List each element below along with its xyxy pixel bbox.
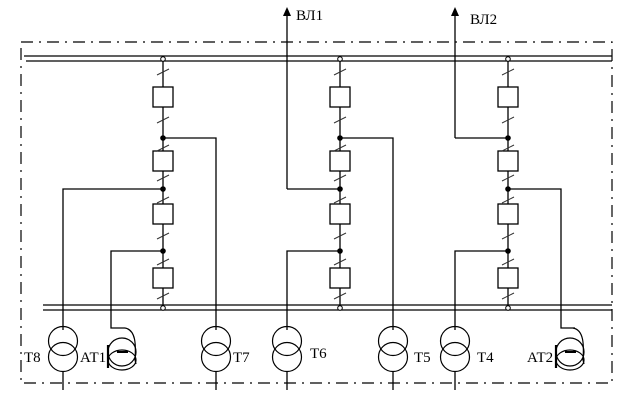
winding-hv	[47, 325, 79, 357]
circuit-breaker	[152, 203, 174, 225]
tap-at1	[110, 250, 163, 329]
autotransformer-at1	[106, 327, 137, 371]
disconnector-mark	[501, 116, 515, 124]
vl2-label: ВЛ2	[470, 12, 497, 28]
transformer-t7	[200, 325, 232, 390]
disconnector-mark	[501, 174, 515, 182]
disconnector-mark	[156, 144, 170, 152]
breaker-chains	[152, 56, 519, 311]
chain-1	[152, 56, 174, 311]
tap-at2	[508, 188, 575, 329]
transformers	[47, 325, 585, 390]
t7-label: Т7	[233, 350, 250, 366]
bus-connection-node	[505, 56, 511, 62]
transformer-t6	[271, 325, 303, 390]
upper-bus-system	[24, 55, 612, 62]
auto-winding-lead	[124, 327, 137, 365]
bus-connection-node	[505, 305, 511, 311]
disconnector-mark	[156, 116, 170, 124]
circuit-breaker	[497, 267, 519, 289]
winding-lv	[271, 341, 303, 373]
tap-t4	[454, 250, 508, 330]
disconnector-mark	[501, 144, 515, 152]
circuit-breaker	[329, 86, 351, 108]
winding-hv	[271, 325, 303, 357]
circuit-breaker	[152, 86, 174, 108]
disconnector-mark	[333, 144, 347, 152]
winding-hv	[200, 325, 232, 357]
substation-boundary-frame	[20, 41, 613, 384]
circuit-breaker	[497, 203, 519, 225]
disconnector-mark	[501, 292, 515, 300]
disconnector-mark	[156, 196, 170, 204]
t5-label: Т5	[414, 350, 431, 366]
circuit-breaker	[152, 150, 174, 172]
disconnector-mark	[501, 258, 515, 266]
arrow-up-icon	[283, 7, 291, 16]
disconnector-mark	[333, 232, 347, 240]
winding-lv	[439, 341, 471, 373]
tap-t8	[62, 188, 163, 330]
disconnector-mark	[156, 232, 170, 240]
circuit-breaker	[497, 150, 519, 172]
disconnector-mark	[333, 116, 347, 124]
winding-hv	[377, 325, 409, 357]
circuit-breaker	[329, 150, 351, 172]
disconnector-mark	[333, 292, 347, 300]
disconnector-mark	[333, 68, 347, 76]
junction-dot	[337, 186, 343, 192]
tap-t7	[163, 137, 217, 330]
circuit-breaker	[152, 267, 174, 289]
winding-hv	[439, 325, 471, 357]
disconnector-mark	[333, 258, 347, 266]
transformer-t4	[439, 325, 471, 390]
t6-label: Т6	[310, 346, 327, 362]
tap-t5	[340, 137, 394, 330]
disconnector-mark	[333, 174, 347, 182]
auto-winding-lead	[572, 327, 585, 365]
bus-connection-node	[160, 305, 166, 311]
circuit-breaker	[329, 203, 351, 225]
line-vl2: ВЛ2	[451, 7, 508, 139]
at2-label: АТ2	[527, 350, 553, 366]
at1-label: АТ1	[80, 350, 106, 366]
lower-bus-system	[43, 304, 612, 311]
transformer-t5	[377, 325, 409, 390]
bus-connection-node	[337, 56, 343, 62]
disconnector-mark	[501, 196, 515, 204]
disconnector-mark	[156, 258, 170, 266]
circuit-breaker	[497, 86, 519, 108]
vl1-label: ВЛ1	[296, 8, 323, 24]
disconnector-mark	[156, 292, 170, 300]
circuit-breaker	[329, 267, 351, 289]
t4-label: Т4	[477, 350, 494, 366]
transformer-t8	[47, 325, 79, 390]
t8-label: Т8	[24, 350, 41, 366]
disconnector-mark	[501, 232, 515, 240]
chain-2	[329, 56, 351, 311]
tap-t6	[286, 250, 340, 330]
bus-connection-node	[160, 56, 166, 62]
disconnector-mark	[501, 68, 515, 76]
chain-3	[497, 56, 519, 311]
disconnector-mark	[156, 174, 170, 182]
autotransformer-at2	[554, 327, 585, 371]
disconnector-mark	[333, 196, 347, 204]
transformer-taps	[62, 137, 575, 330]
line-vl1: ВЛ1	[283, 7, 340, 190]
disconnector-mark	[156, 68, 170, 76]
arrow-up-icon	[451, 7, 459, 16]
winding-lv	[377, 341, 409, 373]
winding-lv	[47, 341, 79, 373]
junction-dot	[505, 135, 511, 141]
winding-lv	[200, 341, 232, 373]
bus-connection-node	[337, 305, 343, 311]
